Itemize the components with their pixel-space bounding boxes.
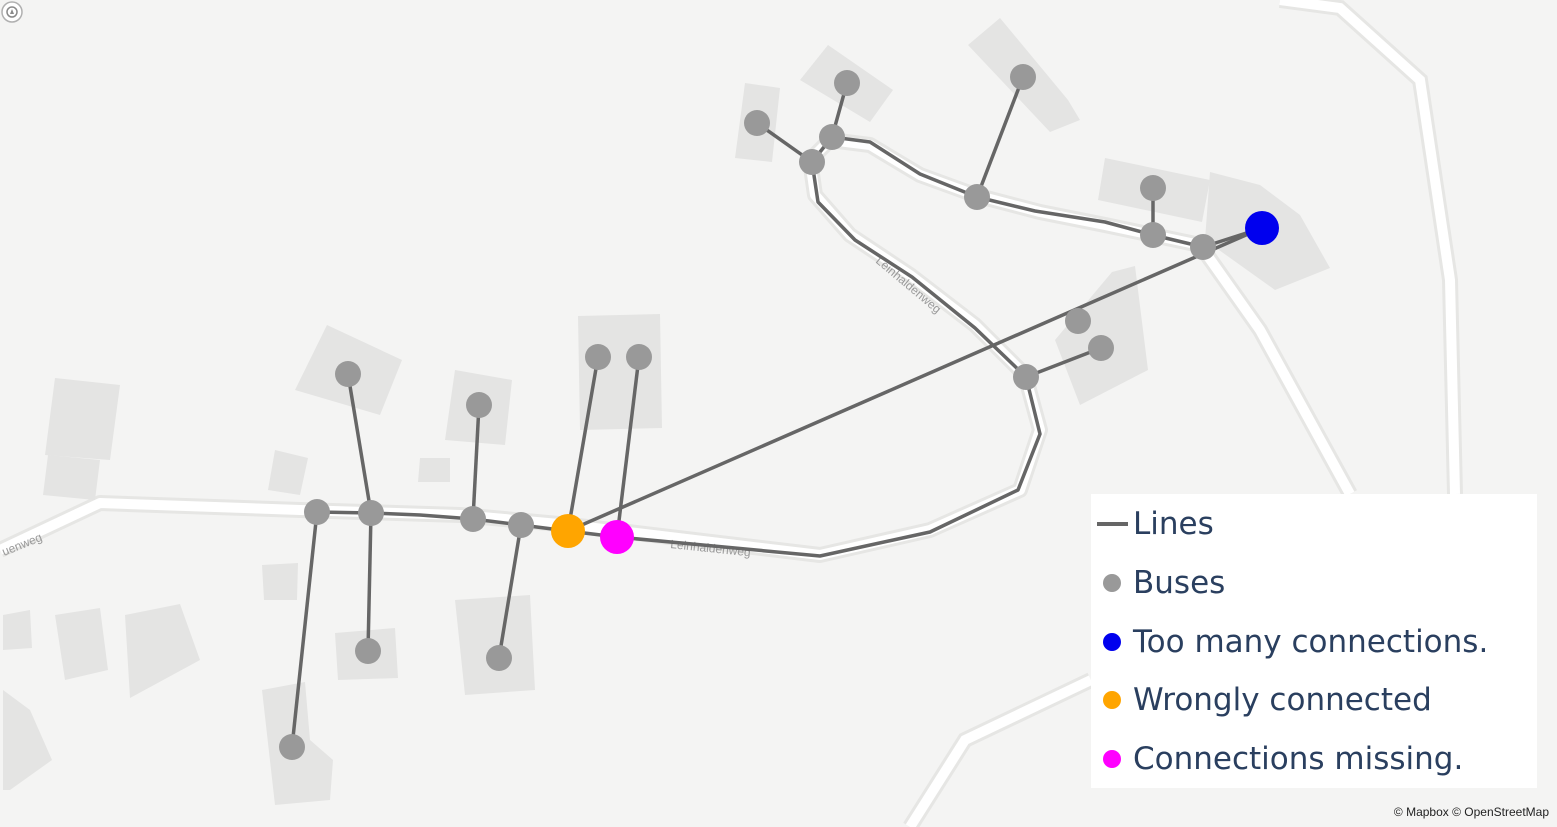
legend-label: Lines (1133, 506, 1214, 542)
building (418, 458, 450, 482)
bus-node[interactable] (335, 361, 361, 387)
building (578, 314, 662, 430)
building (55, 608, 108, 680)
road-east-fill (1279, 0, 1460, 495)
dot-symbol-icon (1091, 744, 1133, 774)
bus-node[interactable] (744, 110, 770, 136)
bus-node[interactable] (964, 184, 990, 210)
bus-node[interactable] (358, 500, 384, 526)
building (262, 563, 298, 600)
road-south-fill (905, 675, 1094, 827)
legend-label: Buses (1133, 565, 1226, 601)
legend-item-buses[interactable]: Buses (1091, 554, 1537, 612)
bus-node[interactable] (355, 638, 381, 664)
bus-too-many-connections[interactable] (1245, 211, 1279, 245)
mapbox-logo-icon[interactable] (0, 0, 24, 24)
building (43, 455, 100, 500)
grid-line[interactable] (567, 226, 1263, 533)
building (125, 604, 200, 698)
bus-node[interactable] (279, 734, 305, 760)
grid-line[interactable] (366, 512, 373, 652)
legend-item-too-many[interactable]: Too many connections. (1091, 613, 1537, 671)
bus-node[interactable] (1140, 175, 1166, 201)
bus-node[interactable] (626, 344, 652, 370)
legend-item-wrongly[interactable]: Wrongly connected (1091, 671, 1537, 729)
grid-line[interactable] (566, 356, 600, 532)
bus-wrongly-connected[interactable] (551, 514, 585, 548)
attribution[interactable]: © Mapbox © OpenStreetMap (1393, 805, 1549, 819)
bus-node[interactable] (1013, 364, 1039, 390)
bus-node[interactable] (508, 512, 534, 538)
bus-node[interactable] (1088, 335, 1114, 361)
bus-node[interactable] (799, 149, 825, 175)
grid-line[interactable] (290, 511, 319, 748)
legend: Lines Buses Too many connections. Wrongl… (1091, 494, 1537, 788)
legend-label: Connections missing. (1133, 741, 1464, 777)
building (3, 690, 52, 790)
building (45, 378, 120, 460)
legend-label: Wrongly connected (1133, 682, 1432, 718)
bus-node[interactable] (460, 506, 486, 532)
grid-line[interactable] (975, 76, 1025, 198)
line-symbol-icon (1091, 509, 1133, 539)
legend-label: Too many connections. (1133, 624, 1489, 660)
dot-symbol-icon (1091, 568, 1133, 598)
building (3, 610, 32, 650)
bus-node[interactable] (1190, 234, 1216, 260)
bus-node[interactable] (585, 344, 611, 370)
grid-line[interactable] (497, 524, 523, 659)
buses (279, 64, 1216, 760)
bus-connections-missing[interactable] (600, 520, 634, 554)
bus-node[interactable] (819, 124, 845, 150)
dot-symbol-icon (1091, 627, 1133, 657)
legend-item-missing[interactable]: Connections missing. (1091, 730, 1537, 788)
bus-node[interactable] (834, 70, 860, 96)
legend-item-lines[interactable]: Lines (1091, 495, 1537, 553)
bus-node[interactable] (1010, 64, 1036, 90)
road-south (903, 672, 1095, 827)
bus-node[interactable] (304, 499, 330, 525)
grid-line[interactable] (616, 135, 1263, 558)
grid-line[interactable] (615, 356, 641, 538)
building (455, 595, 535, 695)
grid-line[interactable] (346, 373, 373, 514)
bus-node[interactable] (1140, 222, 1166, 248)
bus-node[interactable] (1065, 308, 1091, 334)
bus-node[interactable] (466, 392, 492, 418)
bus-node[interactable] (486, 645, 512, 671)
dot-symbol-icon (1091, 685, 1133, 715)
building (268, 450, 308, 495)
grid-line[interactable] (1025, 346, 1102, 379)
grid-line[interactable] (471, 404, 481, 520)
